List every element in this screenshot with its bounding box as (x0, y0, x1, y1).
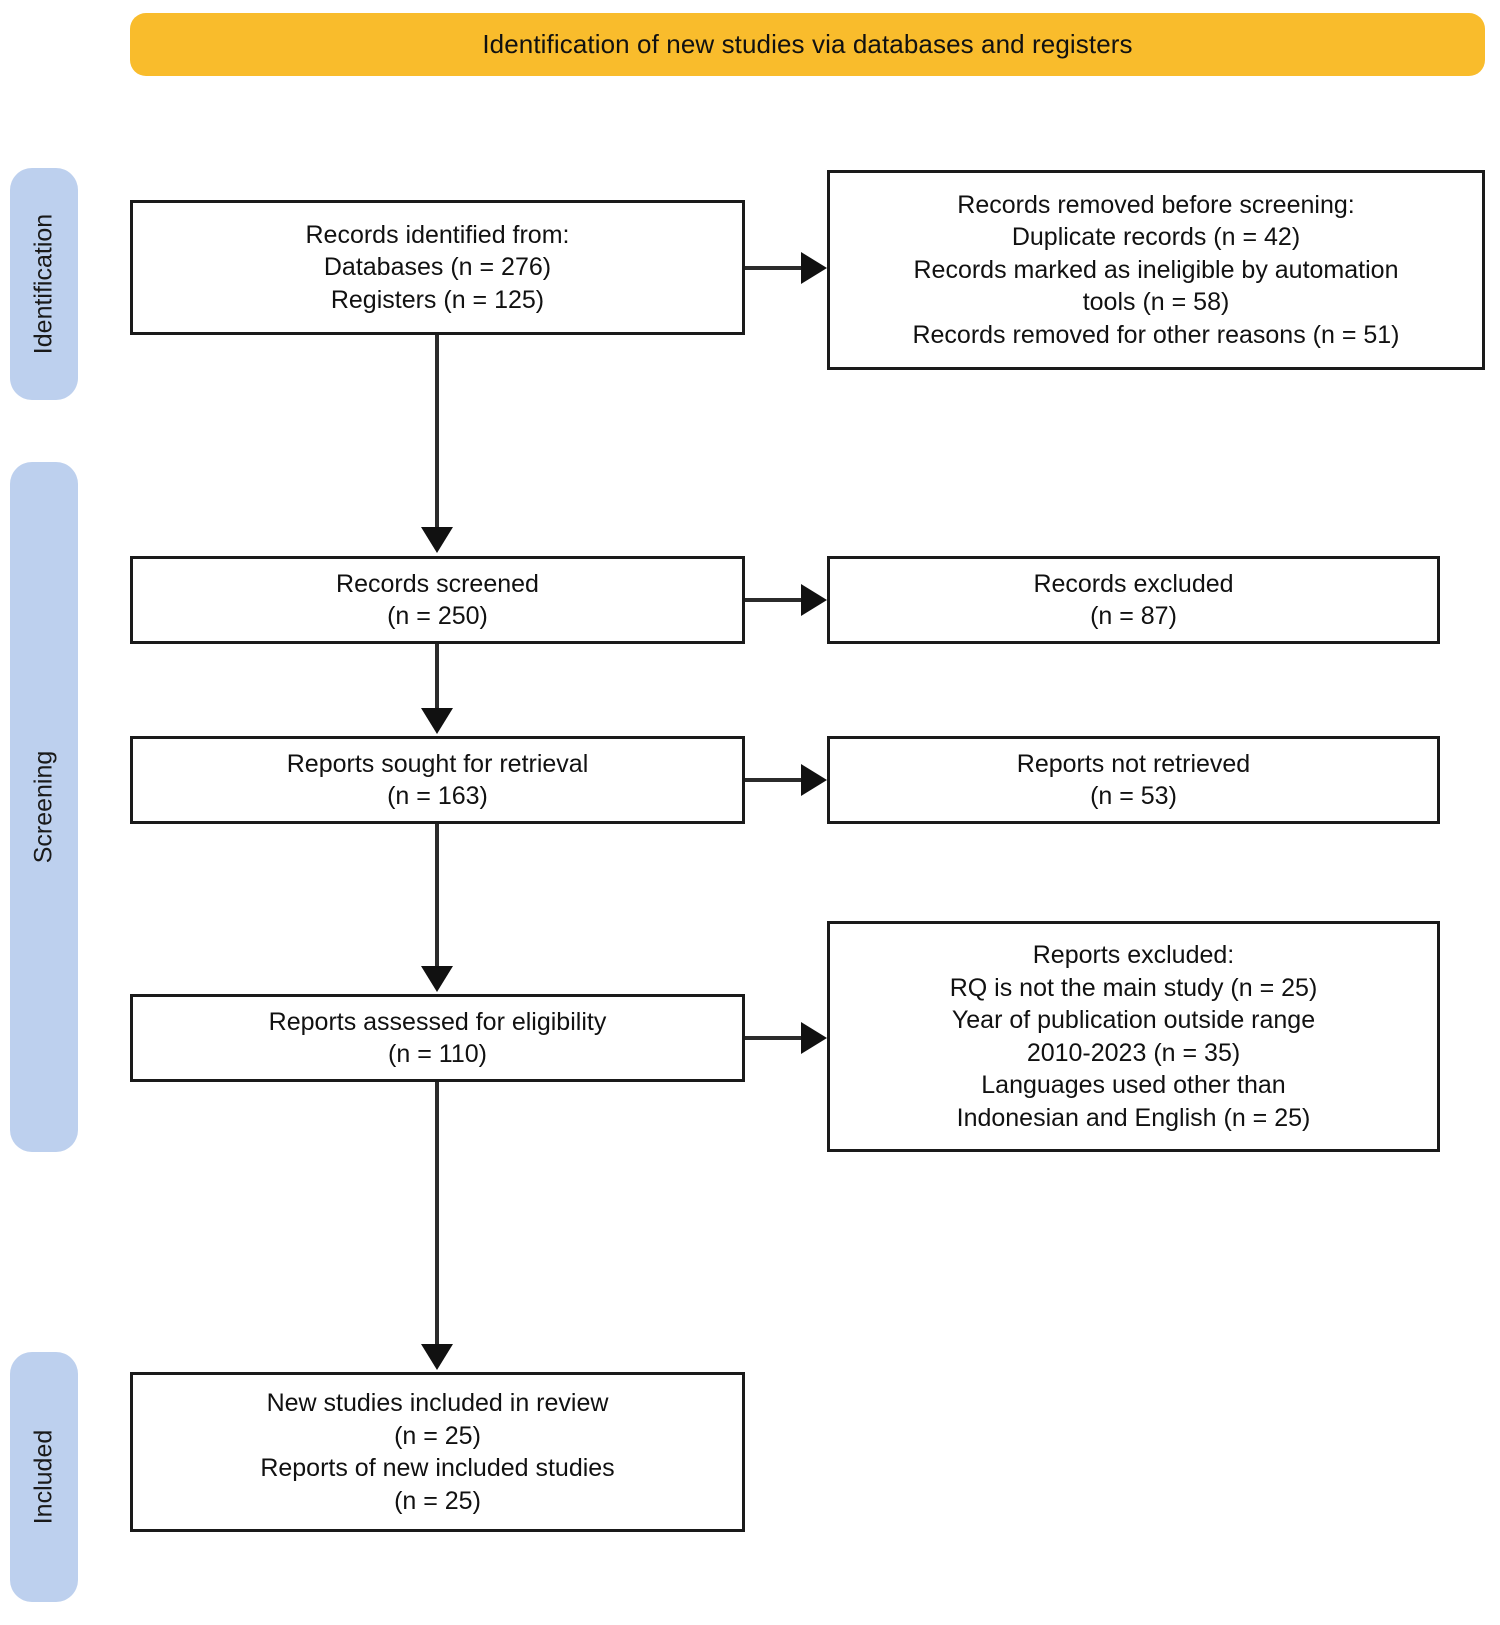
box-records-excluded: Records excluded (n = 87) (827, 556, 1440, 644)
stage-label-screening: Screening (10, 462, 78, 1152)
box-records-screened: Records screened (n = 250) (130, 556, 745, 644)
arrowhead-right-icon (801, 764, 827, 796)
arrowhead-down-icon (421, 527, 453, 553)
box-line: Reports of new included studies (260, 1454, 615, 1482)
box-line: (n = 110) (388, 1040, 487, 1068)
box-line: Languages used other than (981, 1071, 1286, 1099)
stage-label-included-text: Included (29, 1429, 58, 1525)
box-reports-sought-for-retrieval: Reports sought for retrieval (n = 163) (130, 736, 745, 824)
box-records-removed-before-screening: Records removed before screening: Duplic… (827, 170, 1485, 370)
box-line: Records screened (336, 569, 539, 598)
connector-screened-to-excluded (745, 598, 811, 602)
box-line: Records identified from: (305, 220, 570, 249)
connector-sought-to-not-retrieved (745, 778, 811, 782)
box-line: Registers (n = 125) (330, 285, 545, 314)
connector-identified-to-screened (435, 335, 439, 531)
connector-screened-to-sought (435, 644, 439, 712)
connector-sought-to-assessed (435, 824, 439, 970)
arrowhead-right-icon (801, 1022, 827, 1054)
arrowhead-down-icon (421, 1344, 453, 1370)
box-line: Indonesian and English (n = 25) (956, 1103, 1311, 1132)
box-line: Records excluded (1033, 569, 1234, 598)
box-line: Reports assessed for eligibility (268, 1007, 607, 1036)
diagram-title: Identification of new studies via databa… (482, 29, 1133, 59)
diagram-header-banner: Identification of new studies via databa… (130, 13, 1485, 76)
arrowhead-right-icon (801, 584, 827, 616)
stage-label-screening-text: Screening (29, 750, 58, 864)
box-line: (n = 87) (1090, 602, 1177, 630)
box-line: Duplicate records (n = 42) (1011, 223, 1301, 252)
box-reports-not-retrieved: Reports not retrieved (n = 53) (827, 736, 1440, 824)
box-line: Reports not retrieved (1016, 749, 1251, 778)
box-reports-excluded: Reports excluded: RQ is not the main stu… (827, 921, 1440, 1152)
connector-assessed-to-included (435, 1082, 439, 1348)
box-line: New studies included in review (266, 1389, 609, 1417)
box-line: Records removed for other reasons (n = 5… (912, 320, 1400, 349)
box-new-studies-included: New studies included in review (n = 25) … (130, 1372, 745, 1532)
box-line: Records removed before screening: (957, 190, 1355, 219)
box-line: RQ is not the main study (n = 25) (949, 973, 1318, 1002)
stage-label-included: Included (10, 1352, 78, 1602)
arrowhead-down-icon (421, 966, 453, 992)
connector-assessed-to-reports-excluded (745, 1036, 811, 1040)
box-records-identified: Records identified from: Databases (n = … (130, 200, 745, 335)
box-line: Reports sought for retrieval (286, 749, 589, 778)
box-line: (n = 25) (394, 1486, 481, 1515)
box-reports-assessed-for-eligibility: Reports assessed for eligibility (n = 11… (130, 994, 745, 1082)
box-line: (n = 53) (1090, 782, 1177, 810)
box-line: Databases (n = 276) (323, 253, 552, 282)
arrowhead-right-icon (801, 252, 827, 284)
box-line: (n = 25) (394, 1421, 481, 1450)
stage-label-identification: Identification (10, 168, 78, 400)
box-line: tools (n = 58) (1082, 288, 1230, 317)
arrowhead-down-icon (421, 708, 453, 734)
box-line: 2010-2023 (n = 35) (1026, 1038, 1241, 1067)
box-line: Year of publication outside range (951, 1006, 1316, 1034)
box-line: Reports excluded: (1032, 941, 1235, 969)
box-line: Records marked as ineligible by automati… (913, 255, 1399, 284)
box-line: (n = 250) (387, 602, 488, 630)
box-line: (n = 163) (387, 782, 488, 810)
stage-label-identification-text: Identification (29, 213, 58, 355)
connector-identified-to-removed (745, 266, 811, 270)
